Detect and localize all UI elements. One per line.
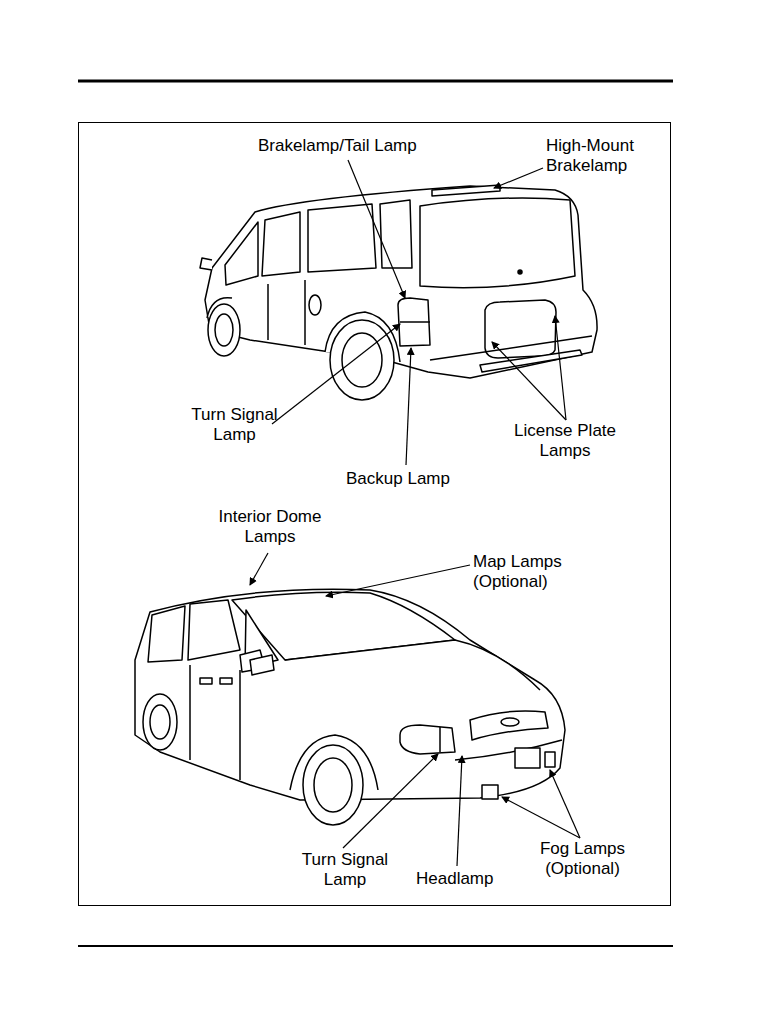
front-van [135, 589, 565, 825]
callout-label: Backup Lamp [346, 469, 466, 489]
callout-label: Fog Lamps (Optional) [530, 839, 635, 879]
footer-rule [78, 945, 673, 947]
callout-label: Turn Signal Lamp [285, 850, 405, 890]
callout-label: Interior Dome Lamps [205, 507, 335, 547]
callout-label: Brakelamp/Tail Lamp [258, 136, 438, 156]
figure-frame [79, 123, 671, 906]
callout-label: Turn Signal Lamp [172, 405, 297, 445]
callout-label: Map Lamps (Optional) [473, 552, 573, 592]
callout-label: License Plate Lamps [500, 421, 630, 461]
header-rule [78, 80, 673, 83]
rear-van [200, 185, 597, 400]
callout-label: High-Mount Brakelamp [546, 136, 646, 176]
callout-label: Headlamp [416, 869, 516, 889]
